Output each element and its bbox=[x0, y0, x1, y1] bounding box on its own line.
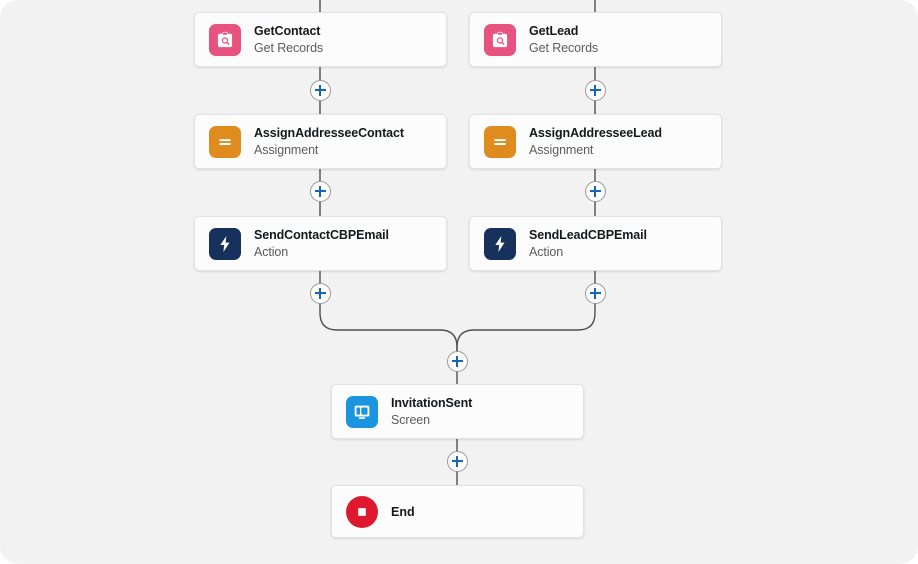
add-element-button-after-assign-contact[interactable] bbox=[309, 180, 331, 202]
flow-node-send-lead-cbp-email[interactable]: SendLeadCBPEmail Action bbox=[469, 216, 722, 271]
node-subtitle: Assignment bbox=[529, 142, 594, 157]
connector-merge-right-elbow bbox=[456, 312, 596, 361]
node-title: GetLead bbox=[529, 23, 579, 38]
node-title: InvitationSent bbox=[391, 395, 473, 410]
add-element-button-after-get-contact[interactable] bbox=[309, 79, 331, 101]
node-subtitle: Action bbox=[529, 244, 564, 259]
node-title: SendContactCBPEmail bbox=[254, 227, 389, 242]
flow-node-assign-addressee-lead[interactable]: AssignAddresseeLead Assignment bbox=[469, 114, 722, 169]
get-records-icon bbox=[209, 23, 241, 56]
node-subtitle: Screen bbox=[391, 412, 431, 427]
flow-node-end[interactable]: End bbox=[331, 485, 584, 538]
flow-node-get-contact[interactable]: GetContact Get Records bbox=[194, 12, 447, 67]
plus-vertical-bar bbox=[456, 355, 458, 367]
flow-node-get-lead[interactable]: GetLead Get Records bbox=[469, 12, 722, 67]
node-title: GetContact bbox=[254, 23, 321, 38]
plus-vertical-bar bbox=[319, 84, 321, 96]
node-subtitle: Get Records bbox=[254, 40, 324, 55]
node-subtitle: Get Records bbox=[529, 40, 599, 55]
get-records-icon bbox=[484, 23, 516, 56]
flow-node-assign-addressee-contact[interactable]: AssignAddresseeContact Assignment bbox=[194, 114, 447, 169]
assignment-icon bbox=[209, 125, 241, 158]
node-text-block: AssignAddresseeLead Assignment bbox=[529, 126, 662, 158]
node-title: End bbox=[391, 504, 415, 519]
add-element-button-after-send-lead-email[interactable] bbox=[584, 282, 606, 304]
add-element-button-after-assign-lead[interactable] bbox=[584, 180, 606, 202]
flow-node-invitation-sent[interactable]: InvitationSent Screen bbox=[331, 384, 584, 439]
node-subtitle: Assignment bbox=[254, 142, 319, 157]
plus-vertical-bar bbox=[594, 84, 596, 96]
node-subtitle: Action bbox=[254, 244, 289, 259]
action-bolt-icon bbox=[209, 227, 241, 260]
add-element-button-after-invitation-sent[interactable] bbox=[446, 450, 468, 472]
node-text-block: GetLead Get Records bbox=[529, 24, 598, 56]
node-title: AssignAddresseeContact bbox=[254, 125, 404, 140]
plus-vertical-bar bbox=[319, 185, 321, 197]
add-element-button-after-send-contact-email[interactable] bbox=[309, 282, 331, 304]
assignment-icon bbox=[484, 125, 516, 158]
end-stop-icon bbox=[346, 495, 378, 528]
node-title: SendLeadCBPEmail bbox=[529, 227, 647, 242]
node-title: AssignAddresseeLead bbox=[529, 125, 662, 140]
node-text-block: InvitationSent Screen bbox=[391, 396, 472, 428]
action-bolt-icon bbox=[484, 227, 516, 260]
node-text-block: AssignAddresseeContact Assignment bbox=[254, 126, 404, 158]
add-element-button-after-get-lead[interactable] bbox=[584, 79, 606, 101]
screen-icon bbox=[346, 395, 378, 428]
plus-vertical-bar bbox=[456, 455, 458, 467]
connector-merge-left-elbow bbox=[319, 312, 458, 361]
node-text-block: SendLeadCBPEmail Action bbox=[529, 228, 647, 260]
node-text-block: GetContact Get Records bbox=[254, 24, 323, 56]
flow-node-send-contact-cbp-email[interactable]: SendContactCBPEmail Action bbox=[194, 216, 447, 271]
node-text-block: SendContactCBPEmail Action bbox=[254, 228, 389, 260]
plus-vertical-bar bbox=[594, 287, 596, 299]
plus-vertical-bar bbox=[594, 185, 596, 197]
plus-vertical-bar bbox=[319, 287, 321, 299]
add-element-button-after-merge[interactable] bbox=[446, 350, 468, 372]
